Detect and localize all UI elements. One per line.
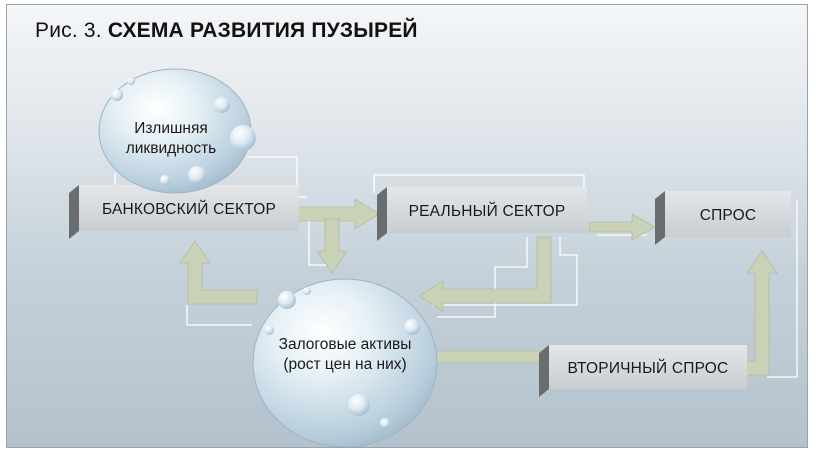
figure-title: Рис. 3. СХЕМА РАЗВИТИЯ ПУЗЫРЕЙ bbox=[35, 19, 418, 43]
arrows bbox=[179, 198, 778, 376]
box-real-sector bbox=[377, 187, 587, 241]
arrow-banking-to-real bbox=[296, 198, 380, 230]
secondary-demand-label: ВТОРИЧНЫЙ СПРОС bbox=[567, 360, 729, 377]
arrow-collateral-to-banking bbox=[179, 240, 258, 305]
excess-liquidity-line1: Излишняя bbox=[134, 120, 208, 137]
figure-number: Рис. 3. bbox=[35, 19, 102, 42]
demand-label: СПРОС bbox=[699, 207, 757, 224]
arrow-real-to-collateral bbox=[418, 236, 552, 312]
banking-sector-label: БАНКОВСКИЙ СЕКТОР bbox=[101, 201, 277, 218]
collateral-assets-line1: Залоговые активы bbox=[278, 336, 412, 353]
collateral-assets-label: Залоговые активы (рост цен на них) bbox=[255, 335, 435, 375]
figure-title-text: СХЕМА РАЗВИТИЯ ПУЗЫРЕЙ bbox=[107, 19, 418, 42]
arrow-collateral-to-secondary bbox=[426, 350, 543, 364]
arrow-banking-to-collateral bbox=[316, 218, 348, 274]
bubble-scheme-diagram bbox=[69, 68, 798, 447]
bubble-collateral-assets bbox=[252, 278, 438, 447]
box-secondary-demand bbox=[539, 345, 747, 397]
bubble-excess-liquidity bbox=[98, 68, 256, 194]
real-sector-label: РЕАЛЬНЫЙ СЕКТОР bbox=[408, 203, 566, 220]
box-banking-sector bbox=[69, 185, 299, 239]
collateral-assets-line2: (рост цен на них) bbox=[283, 356, 407, 373]
figure-frame: Рис. 3. СХЕМА РАЗВИТИЯ ПУЗЫРЕЙ bbox=[6, 4, 808, 448]
box-demand bbox=[655, 191, 791, 245]
excess-liquidity-line2: ликвидность bbox=[125, 140, 217, 157]
arrow-secondary-to-demand bbox=[736, 250, 778, 376]
arrow-real-to-demand bbox=[588, 213, 656, 241]
excess-liquidity-label: Излишняя ликвидность bbox=[115, 119, 227, 159]
